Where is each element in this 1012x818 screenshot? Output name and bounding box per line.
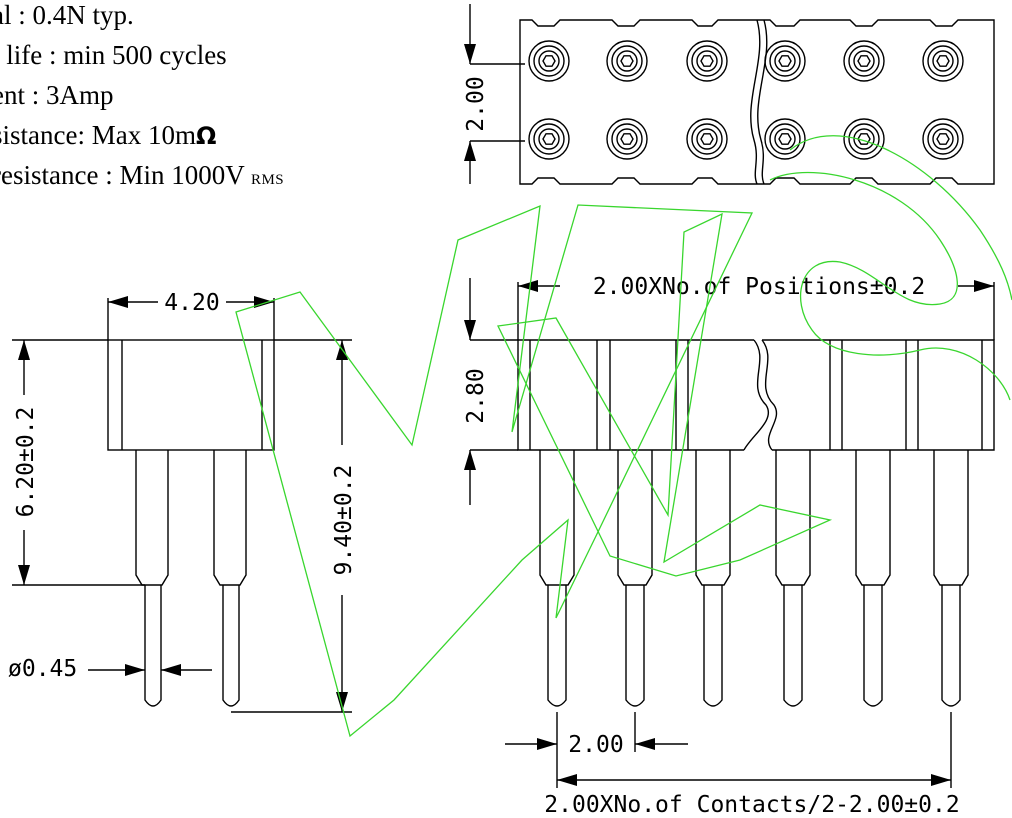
socket-hole [606,118,648,160]
top-view-outline [519,19,995,185]
front-pins [539,450,969,707]
total-height-label: 9.40±0.2 [331,465,357,576]
socket-hole [528,40,570,82]
socket-hole [606,40,648,82]
front-pin [617,450,653,707]
spec-line-5: resistance : Min 1000V RMS [0,160,285,190]
socket-hole [686,118,728,160]
body-height-label: 6.20±0.2 [13,407,39,518]
row-pitch-label: 2.00 [463,76,489,131]
front-body-right [762,339,995,451]
top-view: 2.00 [463,4,995,185]
front-break-line [743,339,769,451]
pin-pitch-label: 2.00 [568,732,623,758]
spec-line-3: ent : 3Amp [0,80,114,110]
spec-line-1: al : 0.4N typ. [0,0,134,30]
socket-hole [922,40,964,82]
side-pin-left [135,450,169,707]
body-width-label: 4.20 [164,290,219,316]
front-pin [775,450,811,707]
socket-hole [843,118,885,160]
front-pin [539,450,575,707]
socket-hole [764,40,806,82]
side-view: 4.20 6.20±0.2 9.40±0.2 ø0.45 [8,290,357,713]
socket-hole [843,40,885,82]
socket-hole [764,118,806,160]
top-view-break-line [750,19,761,185]
socket-holes [528,40,964,160]
spec-line-4: sistance: Max 10mΩ [0,120,217,150]
watermark-logo [235,135,1012,738]
front-pin [855,450,891,707]
spec-line-2: l life : min 500 cycles [0,40,227,70]
pin-diameter-label: ø0.45 [8,656,77,682]
front-view: 2.00XNo.of Positions±0.2 2.80 2.00 2.00X… [463,274,995,818]
front-body-left [517,339,754,451]
socket-hole [922,118,964,160]
front-pin [933,450,969,707]
socket-hole [528,118,570,160]
insulator-height-label: 2.80 [463,368,489,423]
side-body [107,339,275,451]
side-pin-right [213,450,247,707]
front-pin [695,450,731,707]
socket-hole [686,40,728,82]
pin-span-label: 2.00XNo.of Contacts/2-2.00±0.2 [544,792,959,818]
overall-length-label: 2.00XNo.of Positions±0.2 [593,274,925,300]
